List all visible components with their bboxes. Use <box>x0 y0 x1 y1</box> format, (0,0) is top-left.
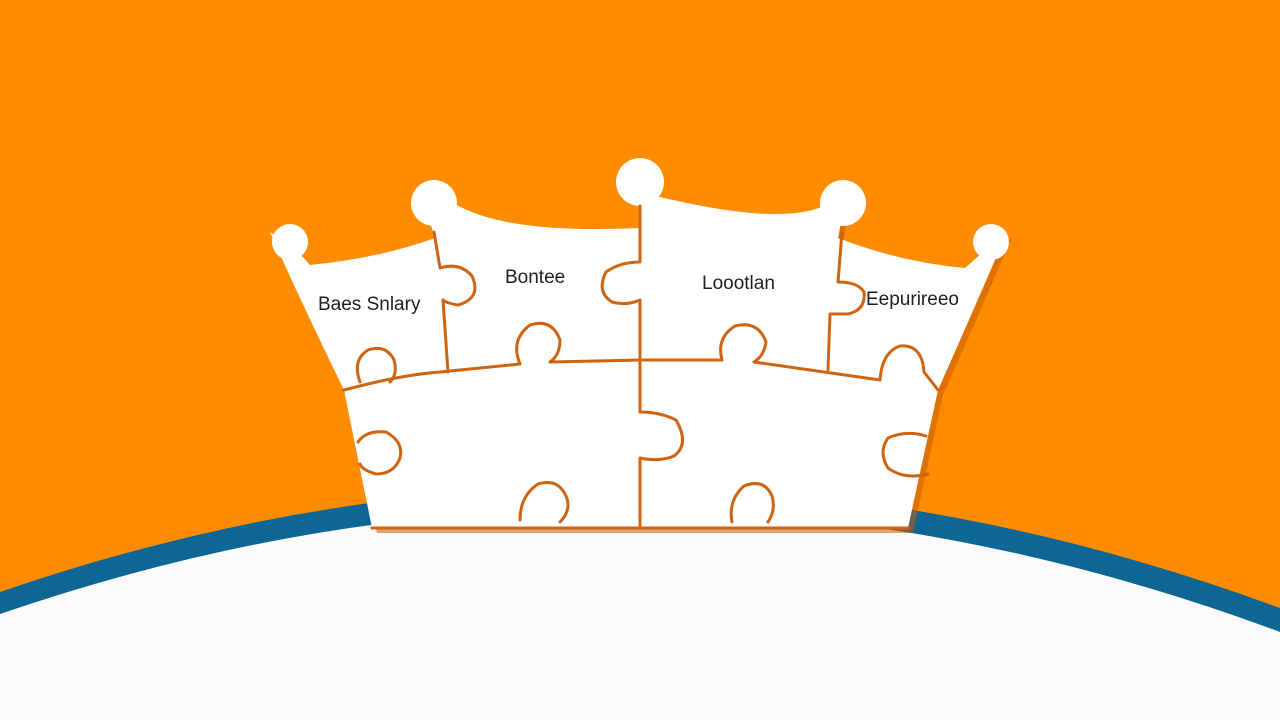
white-ground <box>0 508 1280 720</box>
seam-top-left-tab <box>355 346 397 384</box>
crown-knob-left <box>272 224 308 260</box>
crown-knob-inner-right <box>820 180 866 226</box>
puzzle-crown-icon: Baes Snlary Bontee Loootlan Eepurireeo <box>270 158 1012 533</box>
crown-knob-right <box>973 224 1009 260</box>
puzzle-seams <box>342 204 940 530</box>
seam-bottom-socket-left <box>518 481 570 524</box>
seam-vertical-left <box>432 230 477 374</box>
label-base-salary: Baes Snlary <box>318 294 421 315</box>
seam-horizontal <box>342 321 940 392</box>
label-location: Loootlan <box>702 273 775 294</box>
seam-left-knob <box>356 430 403 476</box>
crown-knob-inner-left <box>411 180 457 226</box>
seam-right-socket <box>881 431 930 478</box>
seam-vertical-center <box>600 204 684 530</box>
label-bonus: Bontee <box>505 267 565 288</box>
crown-knob-center <box>616 158 664 206</box>
seam-bottom-socket-right <box>729 482 775 524</box>
label-experience: Eepurireeo <box>866 289 959 310</box>
seam-vertical-right <box>826 230 866 372</box>
